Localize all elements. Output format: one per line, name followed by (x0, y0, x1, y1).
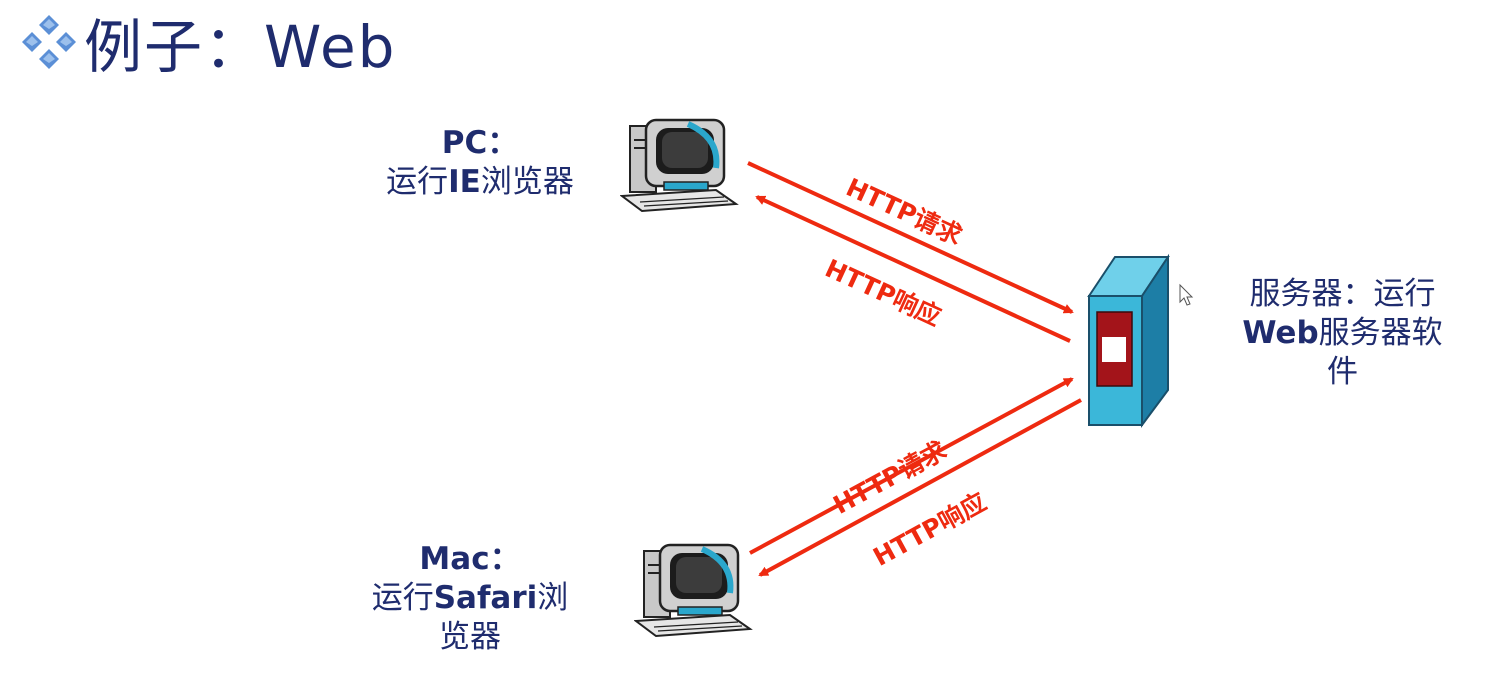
server-label: 服务器：运行 Web服务器软 件 (1205, 275, 1480, 392)
mac-label-browser: 浏 (537, 580, 569, 616)
mac-response-arrow (758, 398, 1082, 577)
server-label-software: 服务器软 (1318, 315, 1443, 351)
four-diamond-bullet-icon (22, 15, 76, 69)
pc-label-title: PC： (441, 125, 519, 161)
mac-label-run: 运行 (371, 580, 434, 616)
mac-label: Mac： 运行Safari浏 览器 (330, 540, 610, 657)
server-label-line1: 服务器：运行 (1249, 276, 1436, 312)
server-label-line3: 件 (1327, 354, 1358, 390)
pc-response-arrow (755, 195, 1071, 343)
desktop-computer-icon (620, 118, 739, 213)
server-tower-icon (1087, 253, 1170, 429)
pc-label: PC： 运行IE浏览器 (340, 124, 620, 202)
pc-label-run: 运行 (386, 164, 449, 200)
pc-label-browser: 浏览器 (480, 164, 574, 200)
mac-request-arrow (749, 377, 1074, 555)
desktop-computer-icon (634, 543, 753, 638)
pc-request-arrow (747, 161, 1074, 314)
mac-label-title: Mac： (419, 541, 521, 577)
title-text: 例子：Web (84, 13, 397, 81)
mouse-pointer-icon (1179, 283, 1194, 306)
slide-title: 例子：Web (18, 2, 396, 82)
pc-label-browser-name: IE (448, 164, 481, 200)
server-label-web: Web (1242, 315, 1319, 351)
mac-label-browser-name: Safari (433, 580, 538, 616)
mac-label-line3: 览器 (439, 619, 501, 655)
